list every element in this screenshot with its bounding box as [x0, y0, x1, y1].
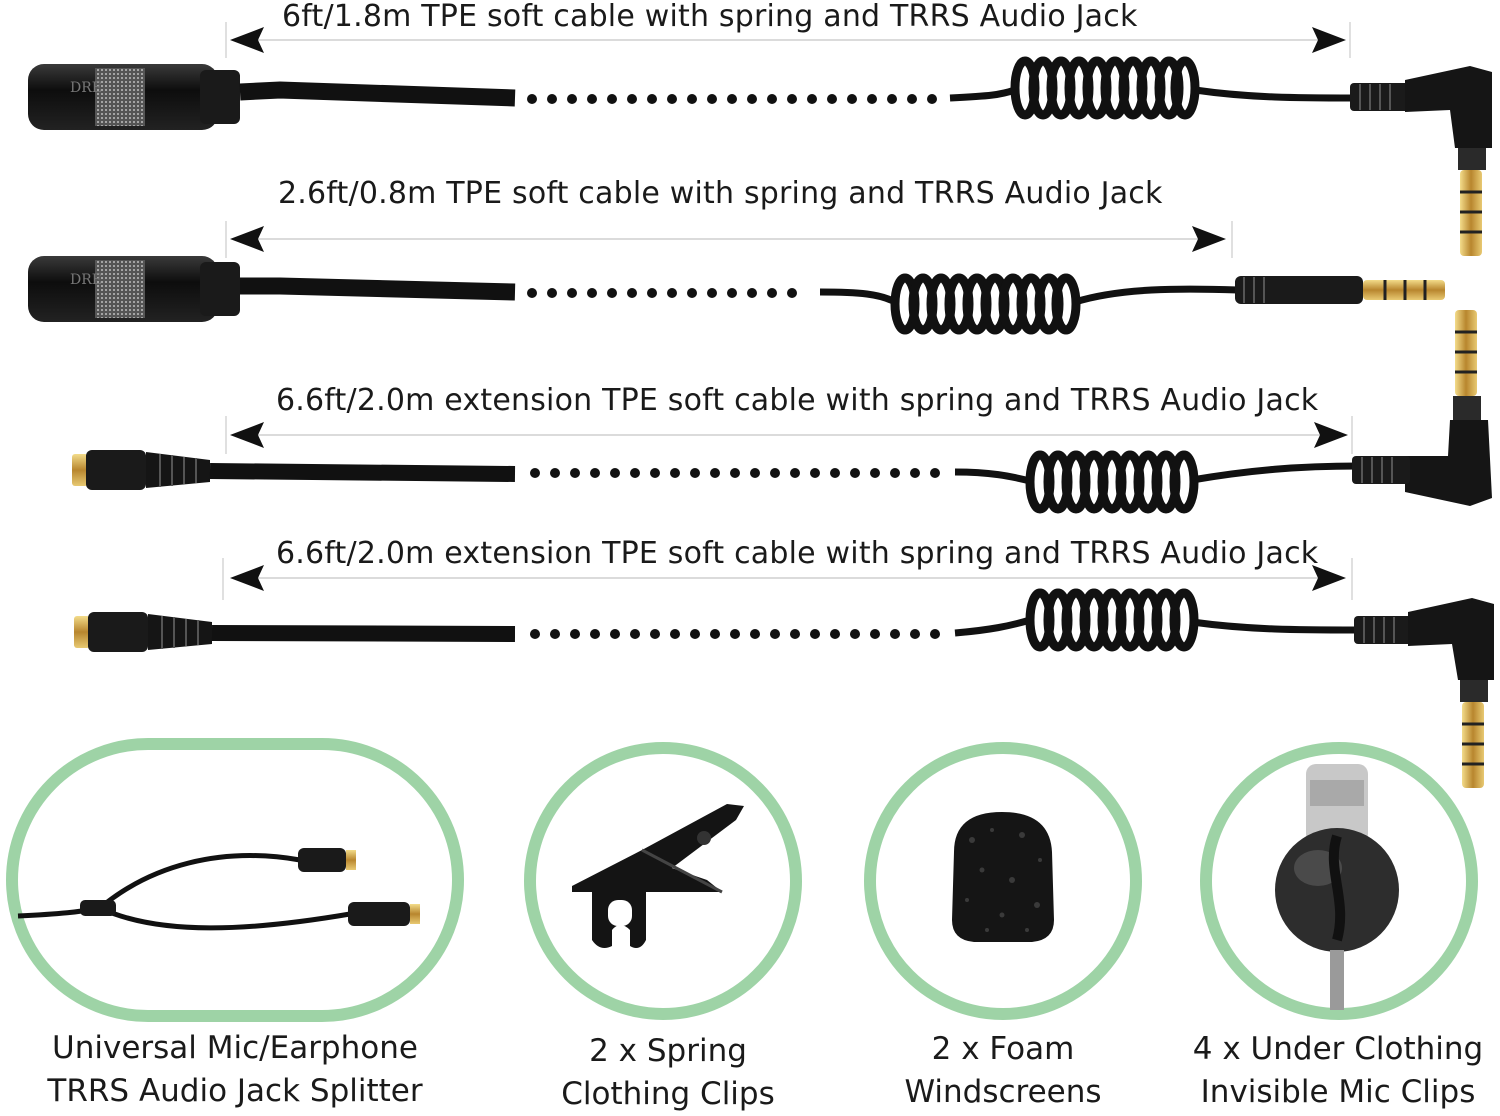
female-socket-icon [72, 450, 210, 490]
accessory-line-2: Clothing Clips [561, 1076, 775, 1112]
coiled-spring-section [1010, 56, 1200, 120]
cable-illustration [72, 310, 1492, 514]
straight-trrs-jack-icon [1235, 276, 1445, 304]
accessory-caption: 2 x Foam Windscreens [862, 1028, 1144, 1114]
accessory-line-1: 2 x Foam [931, 1031, 1075, 1067]
accessory-line-2: Windscreens [904, 1074, 1102, 1110]
cable-row-1: 6ft/1.8m TPE soft cable with spring and … [0, 0, 1500, 270]
invisible-mic-clip-icon [1200, 742, 1478, 1020]
cable-illustration [74, 558, 1494, 788]
dotted-cable-section [527, 288, 797, 298]
length-arrow [222, 558, 1353, 600]
accessory-line-1: Universal Mic/Earphone [52, 1030, 418, 1066]
accessory-caption: Universal Mic/Earphone TRRS Audio Jack S… [0, 1027, 470, 1113]
svg-text:DRE: DRE [70, 272, 102, 288]
spring-clip-icon [524, 742, 802, 1020]
accessory-line-1: 4 x Under Clothing [1192, 1031, 1484, 1067]
right-angle-trrs-jack-icon [1350, 66, 1492, 256]
length-arrow [225, 22, 1351, 58]
cable-row-3: 6.6ft/2.0m extension TPE soft cable with… [0, 306, 1500, 526]
cable-label: 2.6ft/0.8m TPE soft cable with spring an… [278, 176, 1163, 211]
lavalier-mic-icon: DRE [28, 256, 240, 322]
length-arrow [225, 221, 1233, 258]
svg-text:DRE: DRE [70, 80, 102, 96]
y-splitter-icon [6, 738, 464, 1022]
accessory-caption: 2 x Spring Clothing Clips [522, 1030, 814, 1116]
accessory-line-1: 2 x Spring [589, 1033, 747, 1069]
cable-illustration: DRE [28, 22, 1492, 256]
dotted-cable-section [527, 94, 937, 104]
cable-row-4: 6.6ft/2.0m extension TPE soft cable with… [0, 530, 1500, 800]
foam-windscreen-icon [864, 742, 1142, 1020]
right-angle-trrs-jack-icon [1354, 598, 1494, 788]
coiled-spring-section [890, 273, 1081, 335]
cable-label: 6.6ft/2.0m extension TPE soft cable with… [276, 383, 1319, 418]
cable-row-2: 2.6ft/0.8m TPE soft cable with spring an… [0, 176, 1500, 346]
length-arrow [225, 416, 1353, 454]
accessory-line-2: TRRS Audio Jack Splitter [47, 1073, 423, 1109]
lavalier-mic-icon: DRE [28, 64, 240, 130]
cable-illustration: DRE [28, 221, 1445, 335]
coiled-spring-section [1025, 450, 1199, 514]
cable-label: 6.6ft/2.0m extension TPE soft cable with… [276, 536, 1319, 571]
coiled-spring-section [1025, 588, 1199, 652]
dotted-cable-section [530, 629, 940, 639]
cable-label: 6ft/1.8m TPE soft cable with spring and … [282, 0, 1138, 34]
female-socket-icon [74, 612, 212, 652]
right-angle-trrs-jack-icon [1352, 310, 1492, 506]
accessory-line-2: Invisible Mic Clips [1200, 1074, 1476, 1110]
dotted-cable-section [530, 468, 940, 478]
accessory-caption: 4 x Under Clothing Invisible Mic Clips [1188, 1028, 1488, 1114]
